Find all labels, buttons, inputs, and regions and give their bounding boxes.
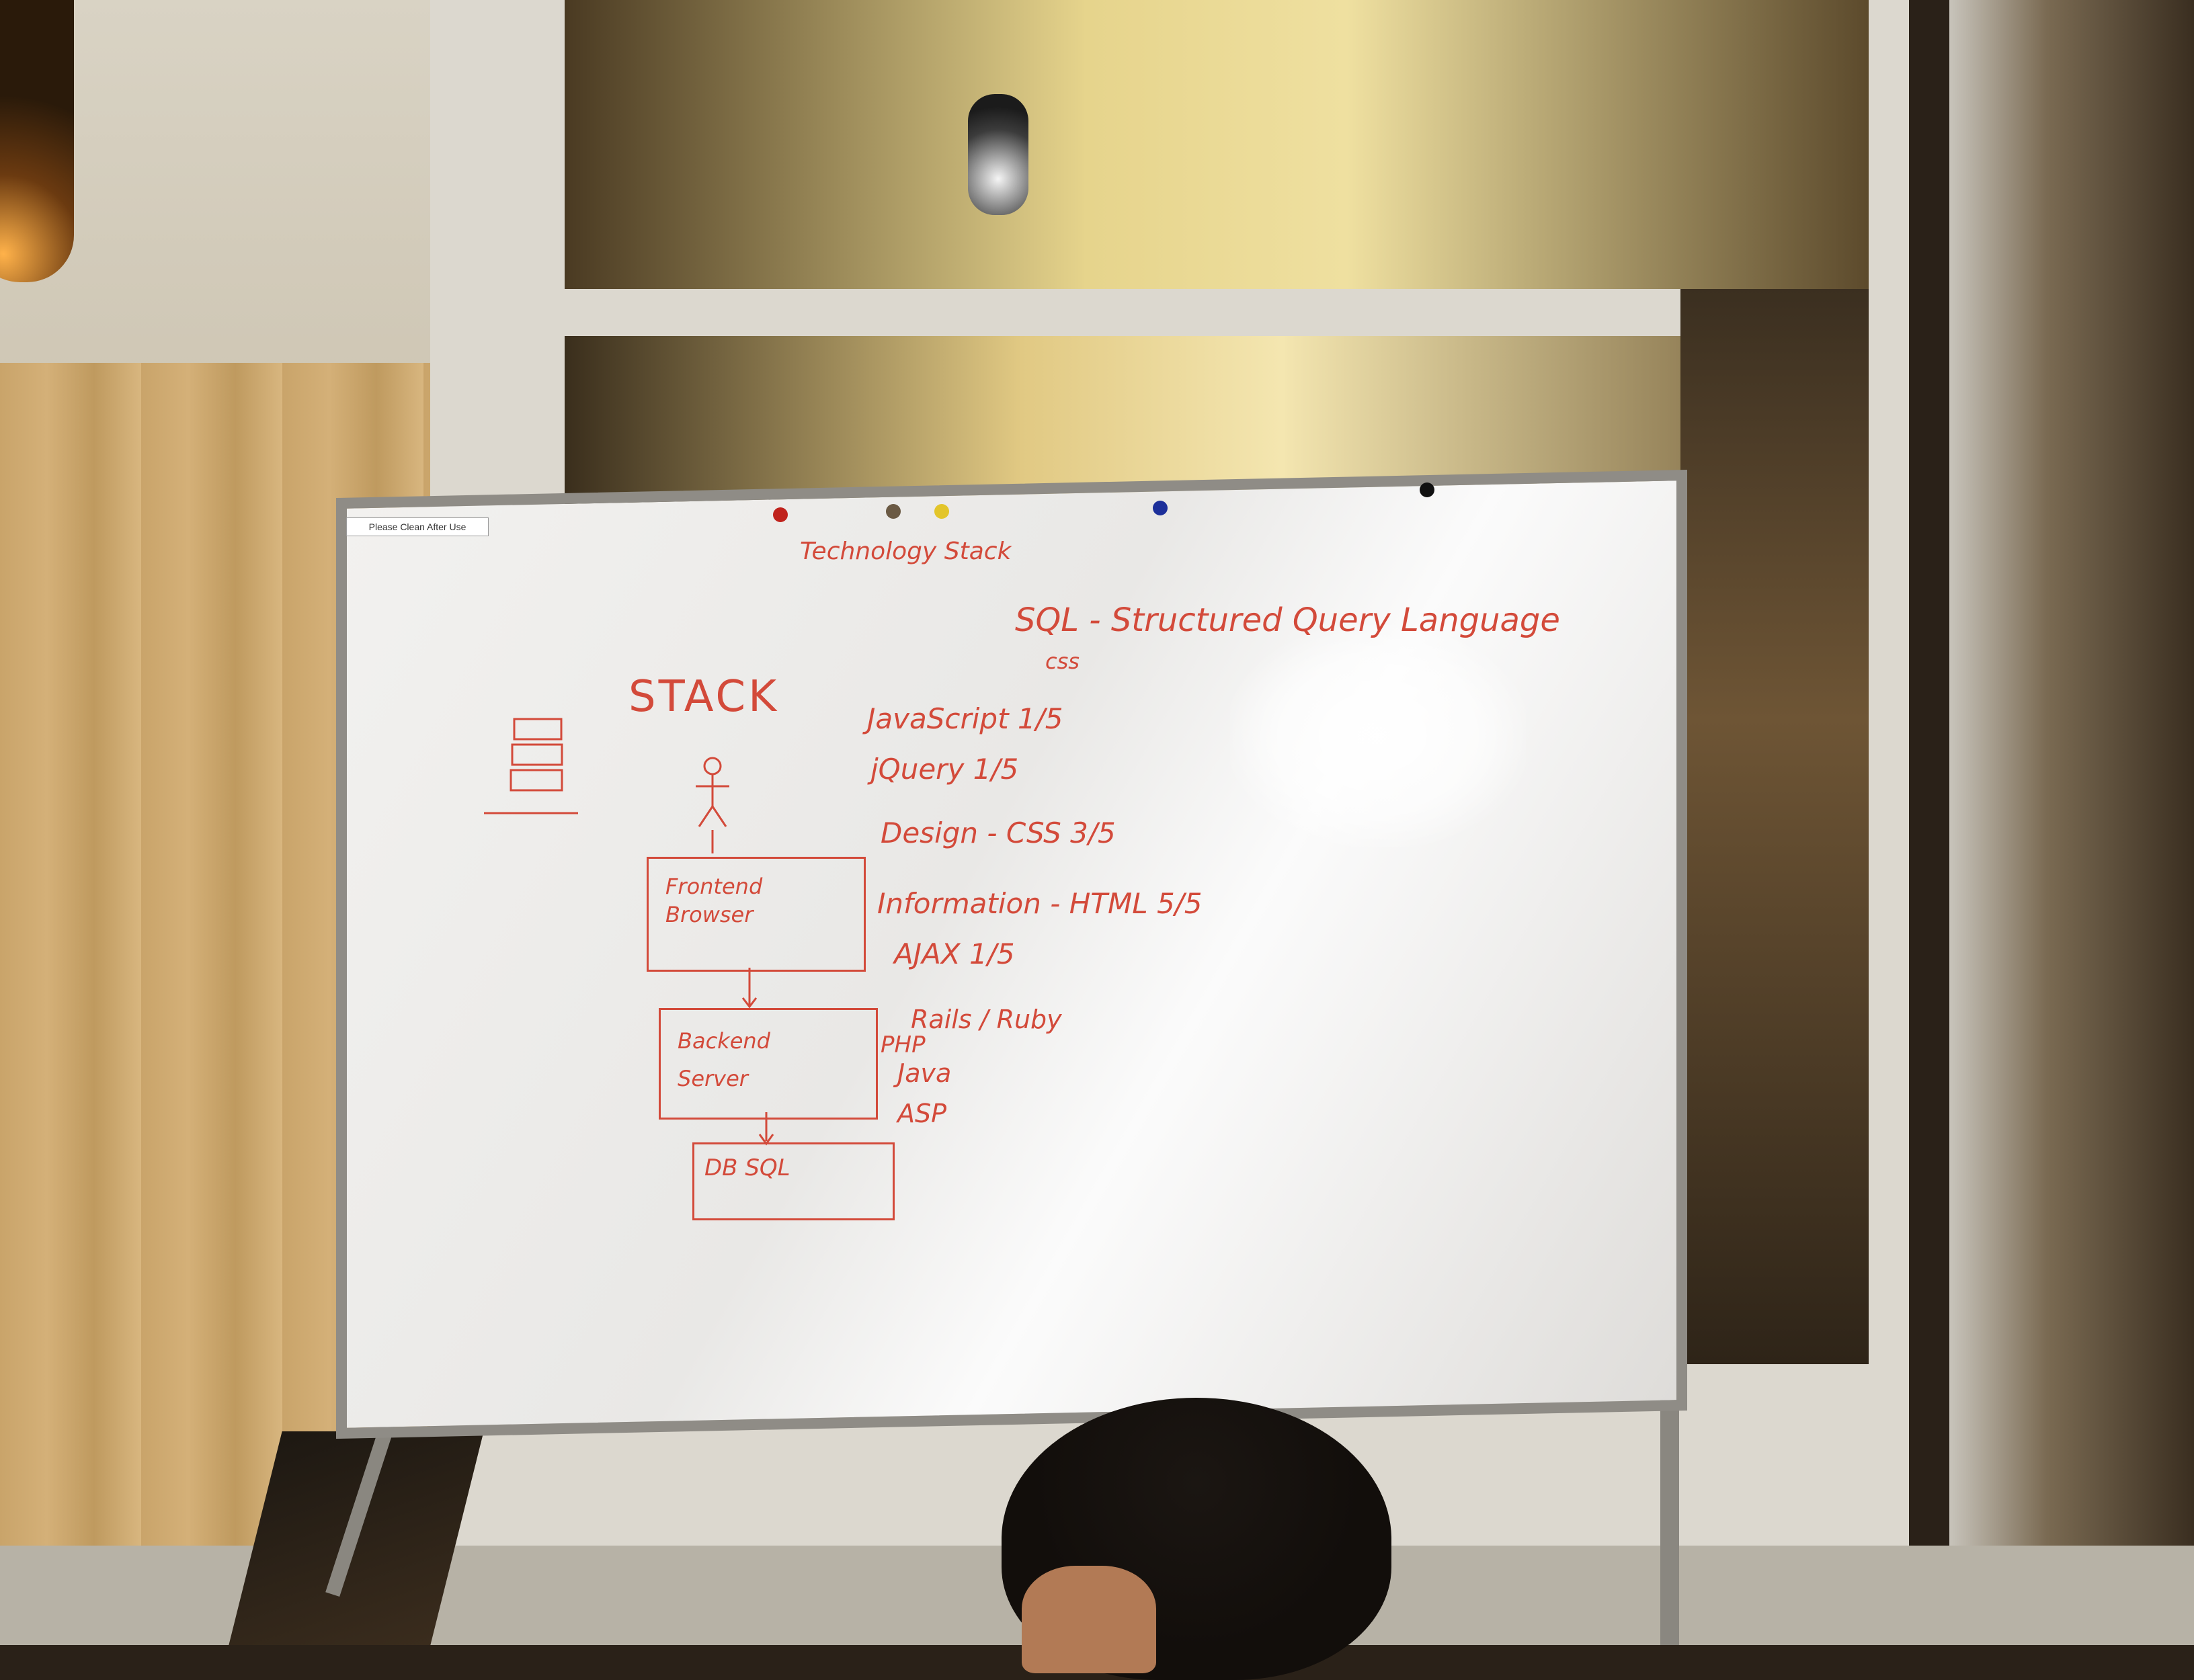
magnet-blue: [1153, 501, 1168, 515]
backend-item: ASP: [897, 1099, 947, 1128]
glass-door: [1680, 289, 1869, 1364]
frontend-item: JavaScript 1/5: [867, 702, 1063, 735]
sql-note: SQL - Structured Query Language: [1015, 601, 1560, 639]
side-window: [1949, 0, 2194, 1645]
frontend-item: jQuery 1/5: [870, 753, 1019, 786]
board-title: Technology Stack: [800, 538, 1012, 565]
flow-arrows: [741, 968, 774, 1146]
backend-item: Java: [897, 1058, 952, 1088]
frontend-box-label: Frontend Browser: [665, 874, 763, 927]
frontend-box: Frontend Browser: [647, 857, 866, 972]
ceiling-spotlight: [968, 94, 1028, 215]
pendant-lamp: [0, 0, 74, 282]
db-box: DB SQL: [692, 1142, 895, 1220]
frontend-item: Information - HTML 5/5: [877, 887, 1203, 920]
magnet-black: [1420, 482, 1434, 497]
backend-item: PHP: [881, 1032, 926, 1058]
magnet-red: [773, 507, 788, 522]
frontend-item: AJAX 1/5: [894, 937, 1015, 970]
whiteboard-sticker: Please Clean After Use: [346, 517, 489, 536]
css-note: css: [1045, 648, 1080, 674]
frontend-item: Design - CSS 3/5: [881, 816, 1116, 849]
db-box-label: DB SQL: [704, 1154, 790, 1181]
magnet-brown: [886, 504, 901, 519]
person-face: [1022, 1566, 1156, 1673]
user-stick-figure-icon: [696, 757, 729, 853]
backend-box: Backend Server: [659, 1008, 878, 1120]
upper-window: [565, 0, 1869, 289]
magnet-yellow: [934, 504, 949, 519]
stack-sketch-icon: [484, 718, 578, 814]
wall: [0, 0, 511, 376]
backend-box-label: Backend Server: [678, 1028, 770, 1091]
backend-item: Rails / Ruby: [911, 1005, 1062, 1034]
stack-label: STACK: [628, 672, 780, 722]
